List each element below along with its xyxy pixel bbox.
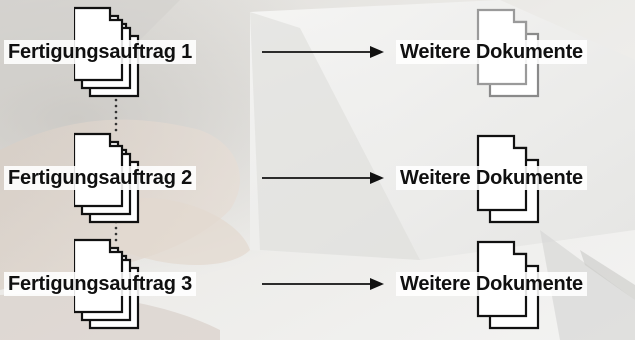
- source-document-label: Fertigungsauftrag 1: [4, 40, 196, 64]
- right-arrow-icon: [262, 170, 384, 186]
- source-document-label: Fertigungsauftrag 3: [4, 272, 196, 296]
- target-document-label: Weitere Dokumente: [396, 166, 587, 190]
- dotted-link-1-2: [114, 96, 118, 136]
- right-arrow-icon: [262, 44, 384, 60]
- flow-row-3: Fertigungsauftrag 3 Weitere Dokumente: [0, 236, 635, 330]
- target-document-label: Weitere Dokumente: [396, 40, 587, 64]
- flow-row-1: Fertigungsauftrag 1 Weitere Dokumente: [0, 4, 635, 98]
- target-document-label: Weitere Dokumente: [396, 272, 587, 296]
- flow-row-2: Fertigungsauftrag 2 Weitere Dokumente: [0, 130, 635, 224]
- right-arrow-icon: [262, 276, 384, 292]
- source-document-label: Fertigungsauftrag 2: [4, 166, 196, 190]
